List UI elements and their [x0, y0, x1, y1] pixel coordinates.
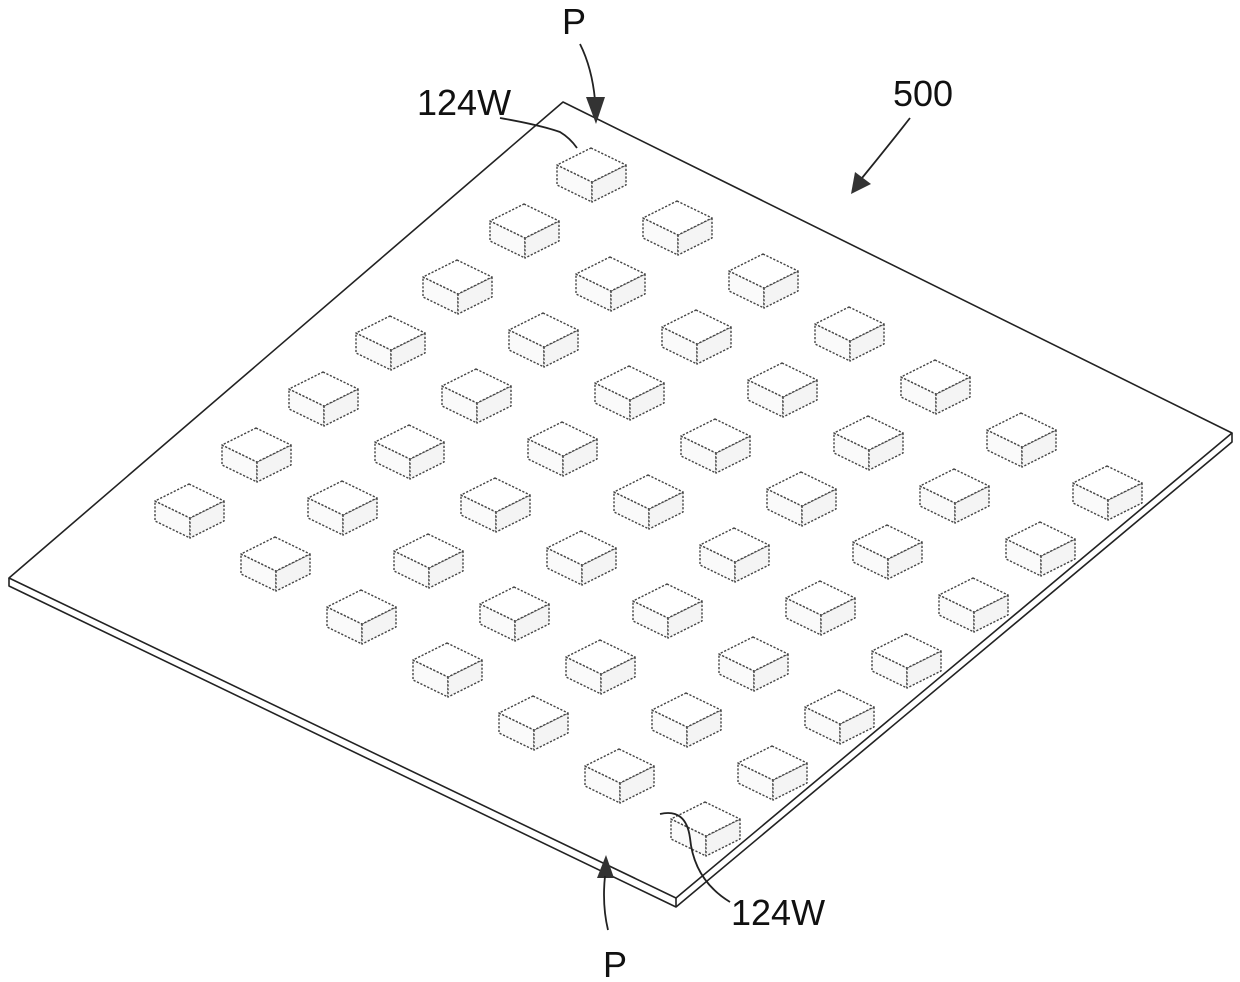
element-124w-r5-c2 [375, 425, 444, 479]
element-124w-r1-c6 [987, 413, 1056, 467]
element-124w-r7-c1 [155, 484, 224, 538]
element-124w-r1-c3 [729, 254, 798, 308]
element-124w-r2-c4 [748, 363, 817, 417]
element-124w-r1-c4 [815, 307, 884, 361]
element-124w-r4-c3 [528, 422, 597, 476]
element-array [155, 148, 1142, 856]
element-124w-r2-c3 [662, 310, 731, 364]
element-124w-r3-c2 [509, 313, 578, 367]
element-124w-r4-c7 [872, 634, 941, 688]
element-124w-r1-c2 [643, 201, 712, 255]
section-mark-bottom-label: P [603, 944, 627, 982]
element-124w-r6-c3 [394, 534, 463, 588]
element-124w-r6-c2 [308, 481, 377, 535]
element-124w-r2-c7 [1006, 522, 1075, 576]
element-124w-r5-c3 [461, 478, 530, 532]
element-124w-r7-c5 [499, 696, 568, 750]
section-mark-top-label: P [562, 1, 586, 42]
element-label-top: 124W [417, 82, 577, 148]
element-124w-r7-c6 [585, 749, 654, 803]
reference-500: 500 [851, 73, 953, 194]
element-124w-r4-c5 [700, 528, 769, 582]
element-124w-r7-c4 [413, 643, 482, 697]
reference-500-arrowhead [851, 172, 871, 194]
reference-500-leader [862, 118, 910, 178]
element-124w-r1-c7 [1073, 466, 1142, 520]
element-label-bottom-text: 124W [731, 892, 825, 933]
element-124w-r3-c1 [423, 260, 492, 314]
reference-numeral-500: 500 [893, 73, 953, 114]
section-mark-top-arrowhead [586, 97, 605, 124]
element-124w-r7-c3 [327, 590, 396, 644]
element-label-top-text: 124W [417, 82, 511, 123]
element-124w-r3-c6 [853, 525, 922, 579]
element-124w-r1-c1 [557, 148, 626, 202]
element-124w-r4-c4 [614, 475, 683, 529]
element-124w-r2-c5 [834, 416, 903, 470]
element-124w-r4-c1 [356, 316, 425, 370]
element-124w-r4-c2 [442, 369, 511, 423]
element-124w-r4-c6 [786, 581, 855, 635]
element-124w-r5-c5 [633, 584, 702, 638]
element-124w-r5-c1 [289, 372, 358, 426]
element-124w-r6-c5 [566, 640, 635, 694]
element-124w-r2-c1 [490, 204, 559, 258]
section-mark-bottom: P [597, 855, 627, 982]
element-124w-r1-c5 [901, 360, 970, 414]
element-124w-r6-c1 [222, 428, 291, 482]
section-mark-top-leader [580, 44, 595, 100]
element-124w-r7-c2 [241, 537, 310, 591]
element-124w-r3-c7 [939, 578, 1008, 632]
element-124w-r2-c6 [920, 469, 989, 523]
element-124w-r5-c4 [547, 531, 616, 585]
element-124w-r7-c7 [671, 802, 740, 856]
element-124w-r5-c6 [719, 637, 788, 691]
element-124w-r3-c4 [681, 419, 750, 473]
element-124w-r6-c7 [738, 746, 807, 800]
element-124w-r3-c3 [595, 366, 664, 420]
element-124w-r6-c6 [652, 693, 721, 747]
element-124w-r5-c7 [805, 690, 874, 744]
element-124w-r3-c5 [767, 472, 836, 526]
section-mark-bottom-leader [604, 876, 608, 930]
element-124w-r6-c4 [480, 587, 549, 641]
element-124w-r2-c2 [576, 257, 645, 311]
